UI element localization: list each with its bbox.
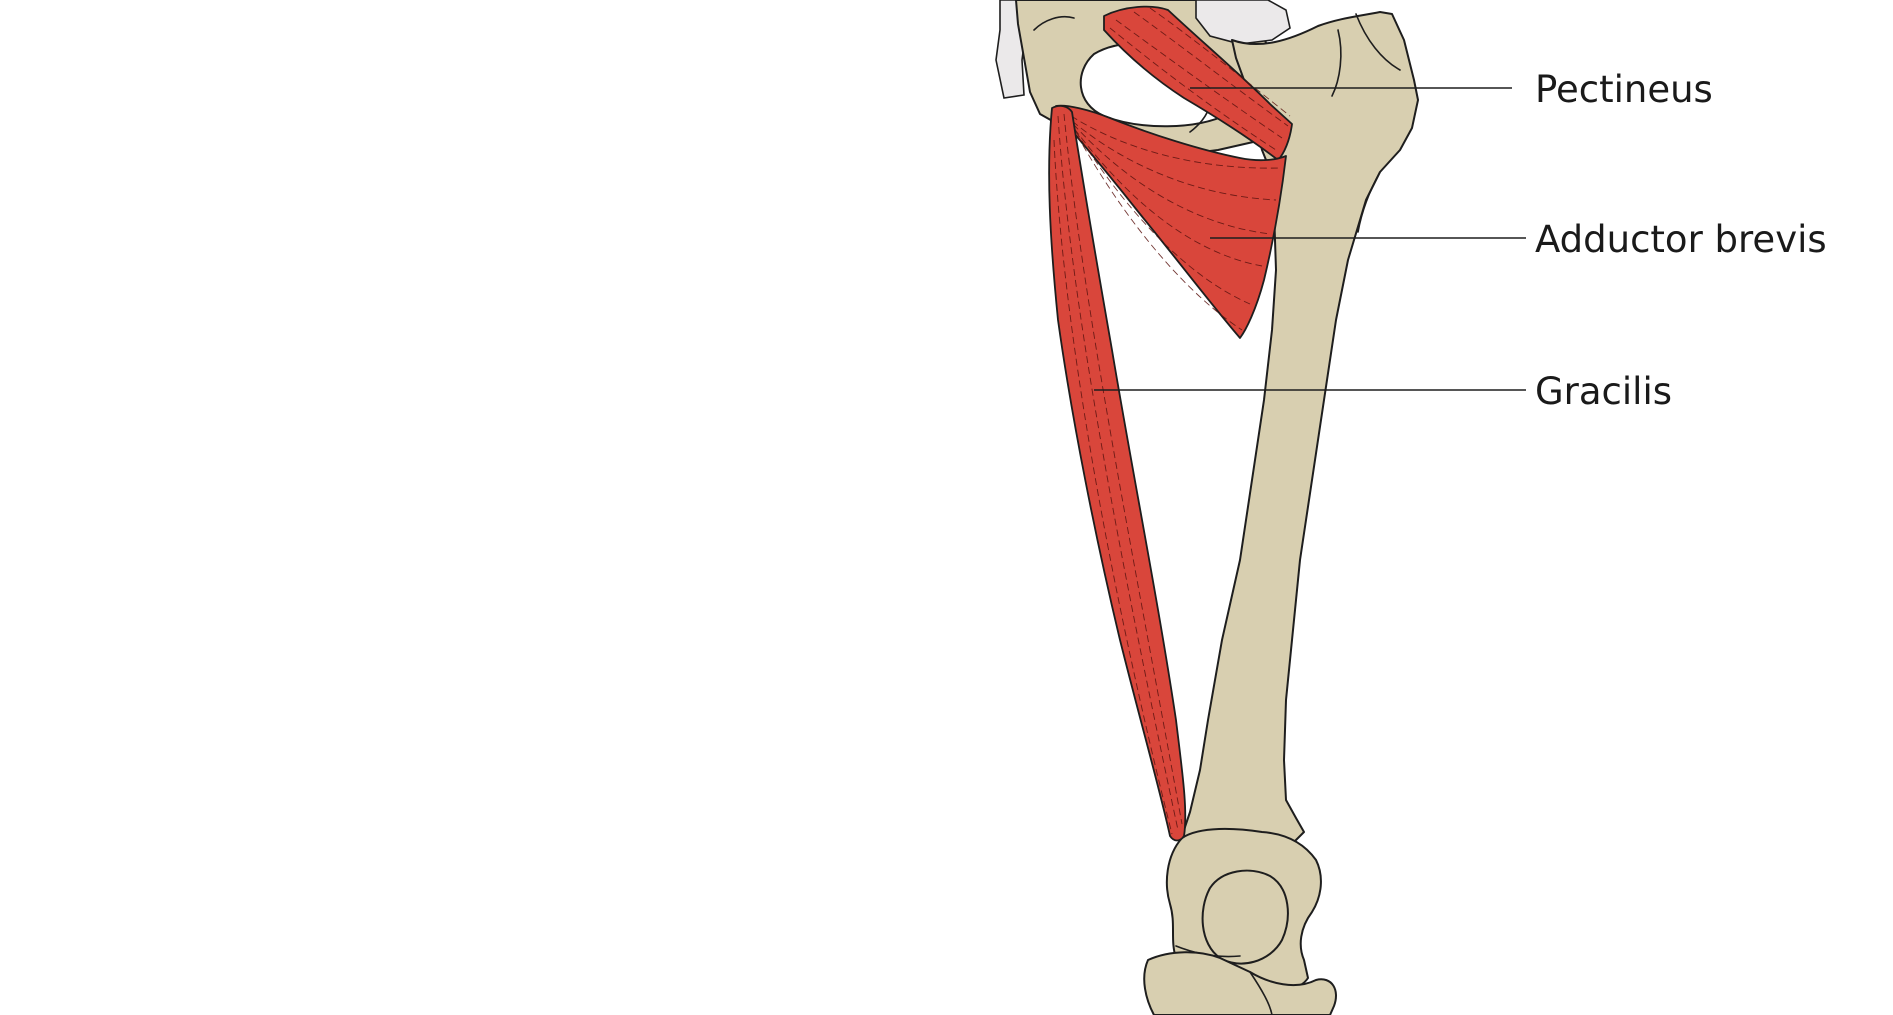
labels: Pectineus Adductor brevis Gracilis	[1535, 68, 1827, 413]
leader-lines	[1094, 87, 1526, 391]
pectineus-muscle	[1103, 5, 1293, 161]
femoral-head	[1195, 0, 1291, 45]
femur	[1143, 0, 1419, 1015]
adductor-brevis-muscle	[1055, 104, 1287, 339]
label-gracilis: Gracilis	[1535, 370, 1672, 413]
label-pectineus: Pectineus	[1535, 68, 1713, 111]
label-adductor-brevis: Adductor brevis	[1535, 218, 1827, 261]
patella	[1201, 869, 1289, 965]
femur-shaft	[1179, 11, 1419, 855]
muscles	[1048, 5, 1293, 842]
tibia-head	[1143, 951, 1337, 1015]
